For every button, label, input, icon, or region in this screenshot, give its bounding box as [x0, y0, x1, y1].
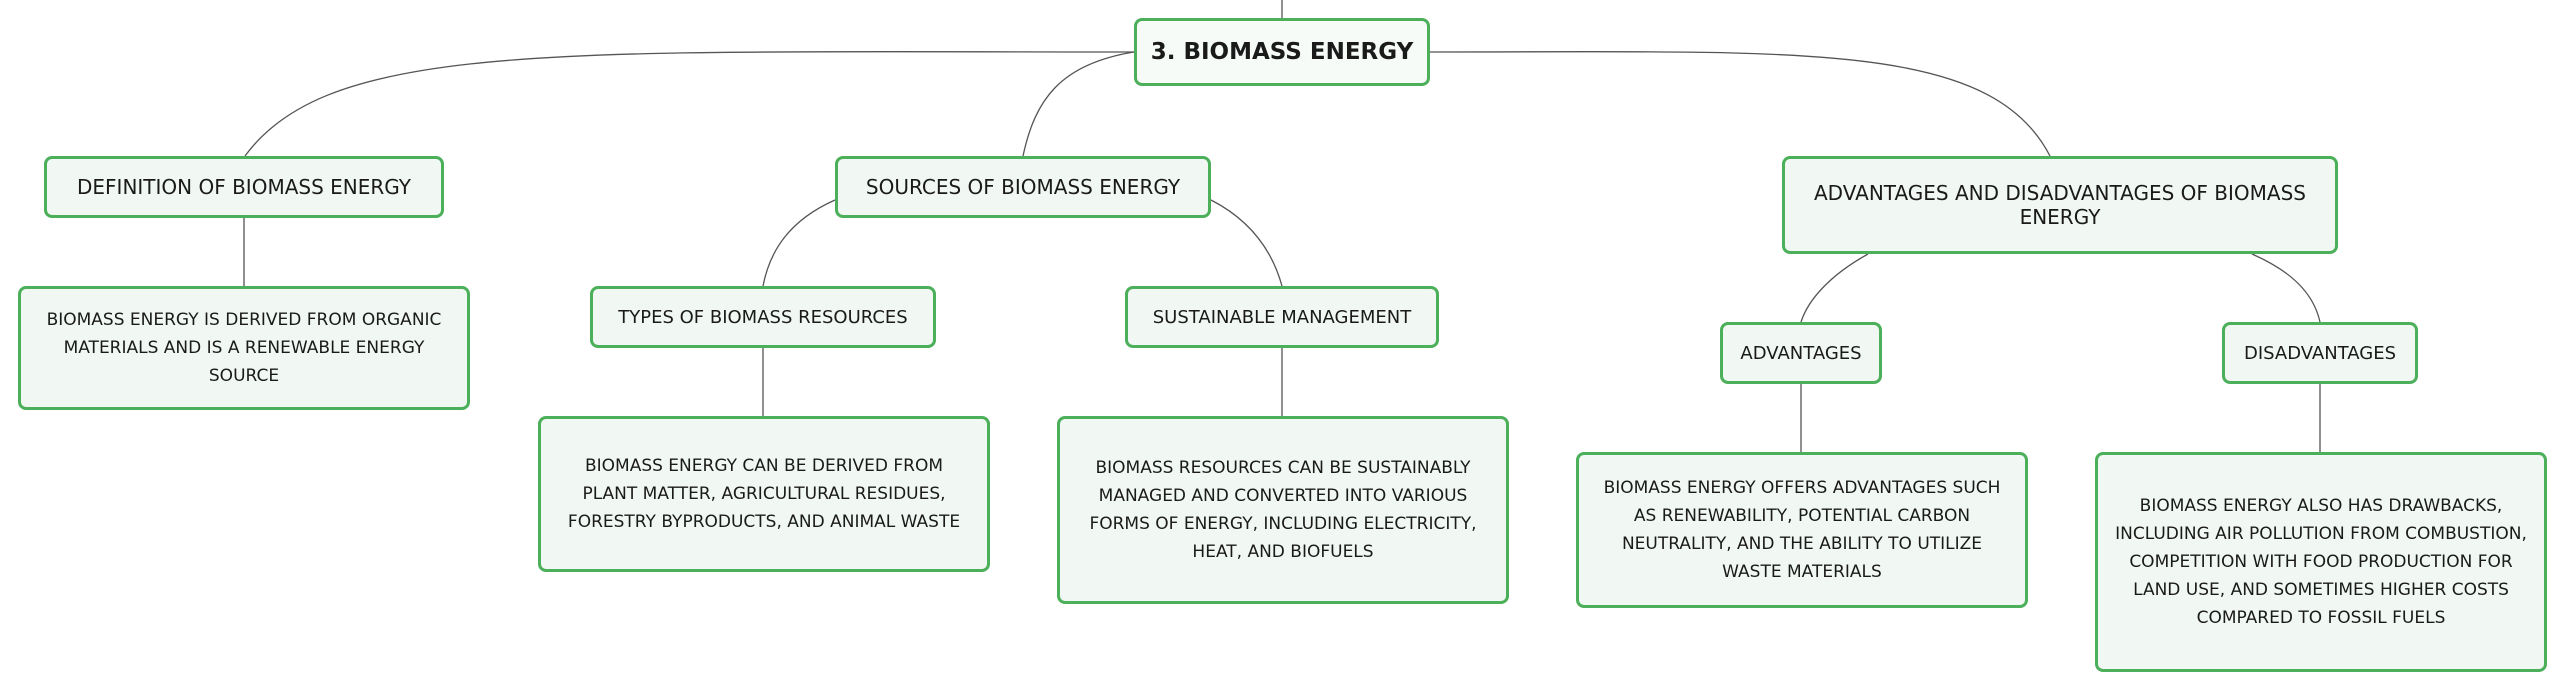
sustainable-detail-node[interactable]: BIOMASS RESOURCES CAN BE SUSTAINABLY MAN… — [1057, 416, 1509, 604]
pros-cons-node[interactable]: ADVANTAGES AND DISADVANTAGES OF BIOMASS … — [1782, 156, 2338, 254]
sources-node[interactable]: SOURCES OF BIOMASS ENERGY — [835, 156, 1211, 218]
advantages-label: ADVANTAGES — [1740, 342, 1862, 364]
types-node[interactable]: TYPES OF BIOMASS RESOURCES — [590, 286, 936, 348]
connector-root-definition — [244, 51, 1135, 157]
connector-root-advantages — [1429, 51, 2051, 157]
connector-root-sources — [1022, 51, 1135, 157]
sustainable-detail-text: BIOMASS RESOURCES CAN BE SUSTAINABLY MAN… — [1089, 458, 1477, 562]
sources-label: SOURCES OF BIOMASS ENERGY — [865, 175, 1181, 199]
connector-procon-advantages — [1800, 253, 1869, 323]
advantages-node[interactable]: ADVANTAGES — [1720, 322, 1882, 384]
root-node[interactable]: 3. BIOMASS ENERGY — [1134, 18, 1430, 86]
connector-sources-sustainable — [1210, 199, 1283, 287]
disadvantages-detail-text: BIOMASS ENERGY ALSO HAS DRAWBACKS, INCLU… — [2115, 496, 2527, 628]
advantages-detail-node[interactable]: BIOMASS ENERGY OFFERS ADVANTAGES SUCH AS… — [1576, 452, 2028, 608]
definition-detail-text: BIOMASS ENERGY IS DERIVED FROM ORGANIC M… — [46, 310, 442, 386]
types-detail-text: BIOMASS ENERGY CAN BE DERIVED FROM PLANT… — [567, 456, 961, 532]
connector-procon-disadvantages — [2251, 253, 2321, 323]
root-label: 3. BIOMASS ENERGY — [1150, 39, 1414, 65]
definition-detail-node[interactable]: BIOMASS ENERGY IS DERIVED FROM ORGANIC M… — [18, 286, 470, 410]
disadvantages-label: DISADVANTAGES — [2243, 342, 2397, 364]
types-label: TYPES OF BIOMASS RESOURCES — [618, 306, 908, 328]
definition-node[interactable]: DEFINITION OF BIOMASS ENERGY — [44, 156, 444, 218]
disadvantages-detail-node[interactable]: BIOMASS ENERGY ALSO HAS DRAWBACKS, INCLU… — [2095, 452, 2547, 672]
sustainable-label: SUSTAINABLE MANAGEMENT — [1152, 306, 1412, 328]
sustainable-node[interactable]: SUSTAINABLE MANAGEMENT — [1125, 286, 1439, 348]
advantages-detail-text: BIOMASS ENERGY OFFERS ADVANTAGES SUCH AS… — [1603, 478, 2001, 582]
connector-sources-types — [762, 199, 836, 287]
pros-cons-label: ADVANTAGES AND DISADVANTAGES OF BIOMASS … — [1814, 181, 2306, 229]
definition-label: DEFINITION OF BIOMASS ENERGY — [77, 175, 411, 199]
types-detail-node[interactable]: BIOMASS ENERGY CAN BE DERIVED FROM PLANT… — [538, 416, 990, 572]
disadvantages-node[interactable]: DISADVANTAGES — [2222, 322, 2418, 384]
